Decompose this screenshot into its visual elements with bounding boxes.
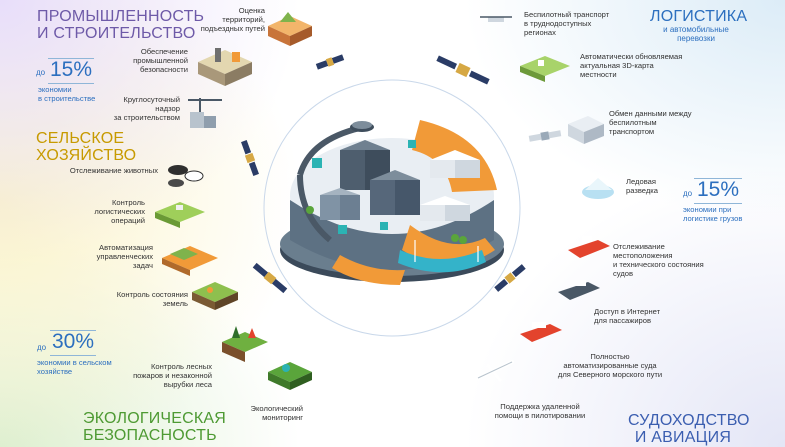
satellite-icon — [494, 264, 526, 292]
central-city-illustration — [280, 120, 504, 285]
orbit-ring — [263, 79, 521, 337]
factory-icon — [198, 48, 252, 86]
cow-icon — [168, 165, 204, 187]
drone-icon — [480, 16, 512, 22]
agriculture-stat-prefix: до — [37, 343, 47, 352]
logistics-stat-value: 15% — [697, 178, 740, 201]
label-animals: Отслеживание животных — [69, 166, 158, 175]
agriculture-stat-value: 30% — [52, 330, 95, 353]
ship-icon — [568, 236, 610, 258]
industry-stat-prefix: до — [36, 68, 46, 77]
industry-title: ПРОМЫШЛЕННОСТЬ И СТРОИТЕЛЬСТВО — [37, 8, 205, 42]
shipping-title: СУДОХОДСТВО И АВИАЦИЯ — [628, 412, 750, 446]
airplane-icon — [476, 360, 514, 382]
agriculture-stat-frame — [50, 330, 96, 356]
forest-fire-icon — [222, 326, 268, 362]
cargo-ship-icon — [520, 322, 562, 342]
industry-stat-frame — [48, 58, 94, 84]
terrain-icon — [268, 12, 312, 46]
satellite-icon — [528, 130, 562, 142]
industry-stat-text: экономии в строительстве — [38, 85, 96, 103]
logistics-title: ЛОГИСТИКА и автомобильные перевозки — [650, 8, 748, 43]
truck-icon — [568, 116, 604, 144]
ecology-title: ЭКОЛОГИЧЕСКАЯ БЕЗОПАСНОСТЬ — [83, 410, 227, 444]
land-icon — [192, 282, 238, 310]
farm-plot-icon — [162, 246, 218, 276]
agriculture-stat-text: экономии в сельском хозяйстве — [37, 358, 112, 376]
logistics-stat-text: экономии при логистике грузов — [683, 205, 743, 223]
iceberg-icon — [582, 178, 614, 199]
agriculture-title: СЕЛЬСКОЕ ХОЗЯЙСТВО — [36, 130, 137, 164]
map-3d-icon — [520, 56, 570, 82]
crane-icon — [188, 98, 222, 128]
industry-stat-value: 15% — [50, 58, 93, 81]
logistics-stat-frame — [694, 178, 742, 204]
logistics-stat-prefix: до — [683, 189, 693, 198]
satellite-icon — [436, 55, 490, 85]
satellite-icon — [252, 262, 288, 294]
satellite-icon — [241, 140, 259, 176]
eco-icon — [268, 362, 312, 390]
field-tractor-icon — [155, 202, 205, 228]
ferry-icon — [558, 280, 600, 300]
satellite-icon — [315, 54, 345, 70]
